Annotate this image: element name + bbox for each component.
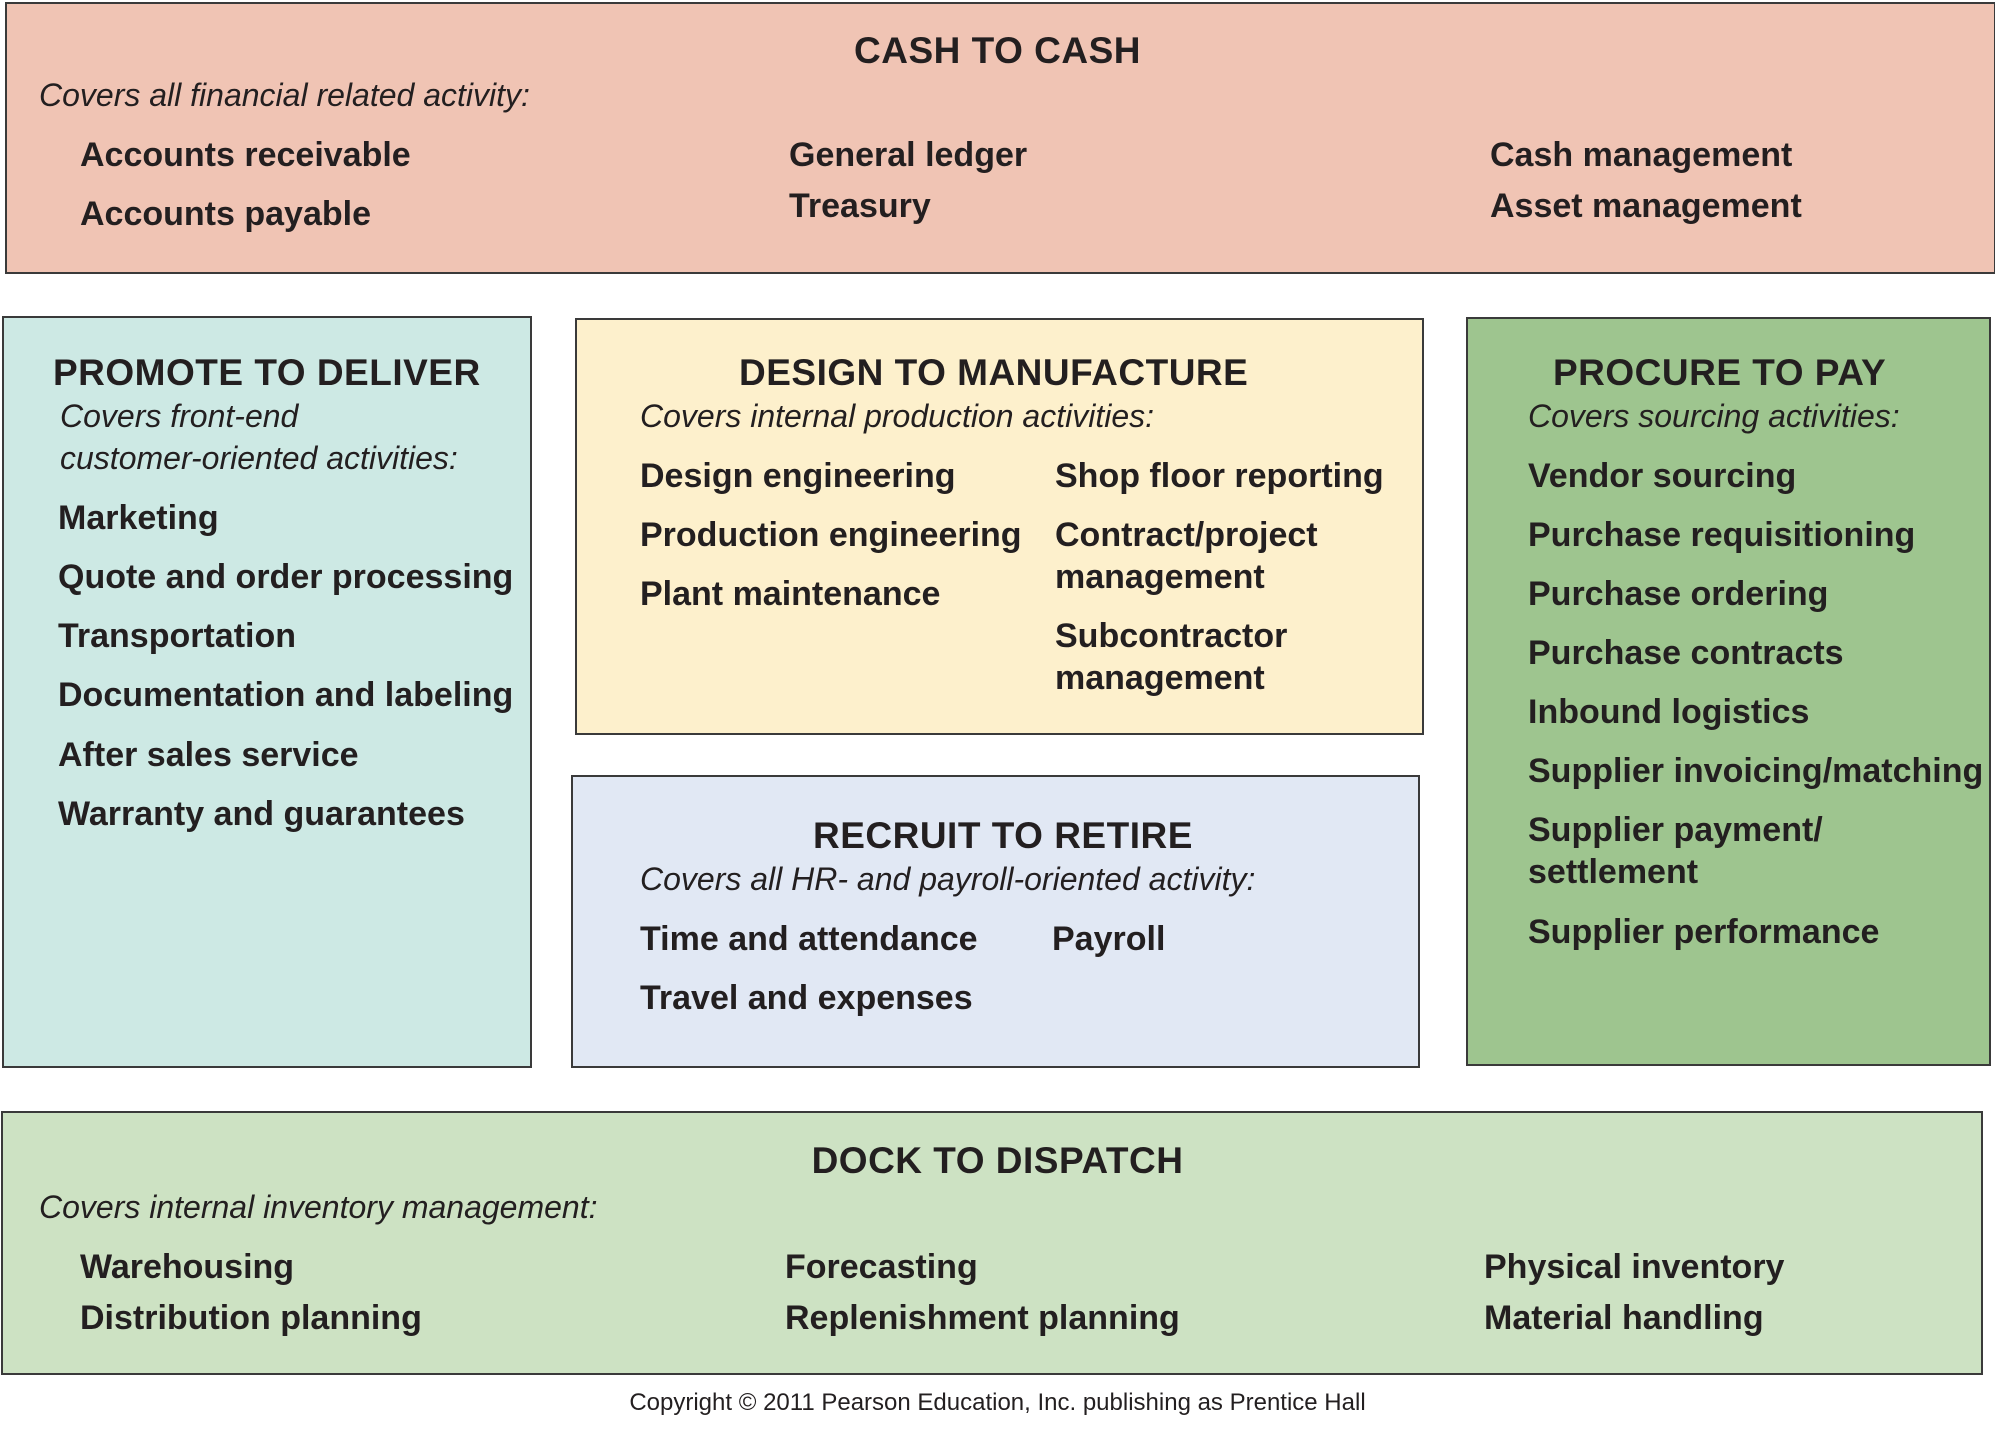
dock-to-dispatch-title: DOCK TO DISPATCH (811, 1140, 1184, 1181)
dock-to-dispatch-subtitle: Covers internal inventory management: (39, 1189, 598, 1225)
list-item: management (1055, 659, 1265, 697)
list-item: Marketing (58, 499, 219, 537)
list-item: Supplier performance (1528, 913, 1880, 951)
list-item: Payroll (1052, 920, 1166, 958)
list-item: Accounts payable (80, 195, 371, 233)
list-item: Forecasting (785, 1248, 978, 1286)
list-item: Supplier invoicing/matching (1528, 752, 1984, 790)
list-item: Material handling (1484, 1299, 1764, 1337)
list-item: Warranty and guarantees (58, 795, 465, 833)
list-item: Purchase contracts (1528, 634, 1844, 672)
recruit-to-retire-subtitle: Covers all HR- and payroll-oriented acti… (640, 861, 1256, 897)
recruit-to-retire-title: RECRUIT TO RETIRE (813, 815, 1193, 856)
list-item: Treasury (789, 187, 931, 225)
cash-to-cash-title: CASH TO CASH (854, 30, 1141, 71)
list-item: Plant maintenance (640, 575, 941, 613)
list-item: Inbound logistics (1528, 693, 1810, 731)
list-item: Vendor sourcing (1528, 457, 1797, 495)
copyright-notice: Copyright © 2011 Pearson Education, Inc.… (629, 1389, 1366, 1416)
procure-to-pay-title: PROCURE TO PAY (1553, 352, 1887, 393)
promote-to-deliver-subtitle-line-1: Covers front-end (60, 398, 299, 434)
list-item: After sales service (58, 736, 359, 774)
recruit-to-retire-box (571, 775, 1420, 1068)
list-item: Time and attendance (640, 920, 978, 958)
list-item: Warehousing (80, 1248, 295, 1286)
design-to-manufacture-title: DESIGN TO MANUFACTURE (739, 352, 1249, 393)
list-item: Shop floor reporting (1055, 457, 1384, 495)
dock-to-dispatch-box (1, 1111, 1983, 1375)
list-item: Design engineering (640, 457, 956, 495)
promote-to-deliver-box (2, 316, 532, 1068)
list-item: General ledger (789, 136, 1028, 174)
promote-to-deliver-title: PROMOTE TO DELIVER (53, 352, 481, 393)
cash-to-cash-box (5, 2, 1995, 274)
promote-to-deliver-subtitle-line-2: customer-oriented activities: (60, 440, 458, 476)
list-item: Asset management (1490, 187, 1802, 225)
list-item: Distribution planning (80, 1299, 422, 1337)
list-item: settlement (1528, 853, 1699, 891)
procure-to-pay-subtitle: Covers sourcing activities: (1528, 398, 1900, 434)
list-item: Subcontractor (1055, 617, 1288, 655)
list-item: Cash management (1490, 136, 1793, 174)
design-to-manufacture-subtitle: Covers internal production activities: (640, 398, 1155, 434)
list-item: Purchase ordering (1528, 575, 1829, 613)
procure-to-pay-box (1466, 317, 1991, 1066)
list-item: Replenishment planning (785, 1299, 1180, 1337)
list-item: Travel and expenses (640, 979, 973, 1017)
cash-to-cash-subtitle: Covers all financial related activity: (39, 77, 530, 113)
list-item: Physical inventory (1484, 1248, 1785, 1286)
list-item: Quote and order processing (58, 558, 514, 596)
list-item: Accounts receivable (80, 136, 411, 174)
list-item: Supplier payment/ (1528, 811, 1823, 849)
list-item: Contract/project (1055, 516, 1318, 554)
list-item: management (1055, 558, 1265, 596)
design-to-manufacture-box (575, 318, 1424, 735)
list-item: Purchase requisitioning (1528, 516, 1916, 554)
list-item: Transportation (58, 617, 297, 655)
list-item: Production engineering (640, 516, 1022, 554)
list-item: Documentation and labeling (58, 676, 514, 714)
